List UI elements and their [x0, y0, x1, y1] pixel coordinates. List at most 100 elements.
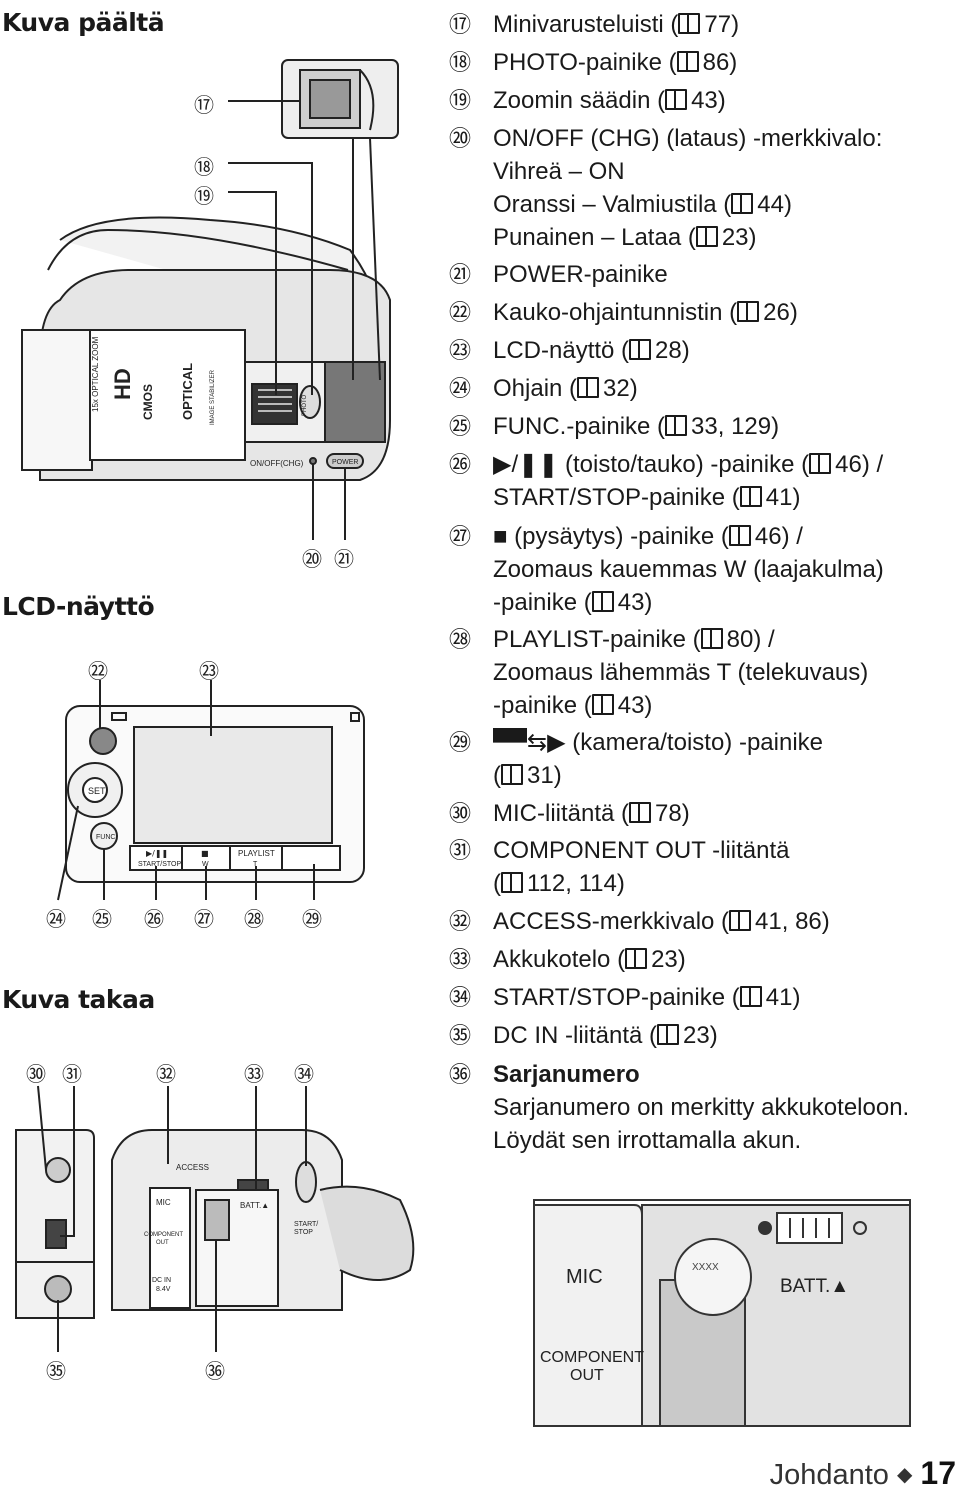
- item-line: ▶/❚❚ (toisto/tauko) -painike (46) /: [493, 451, 884, 478]
- callout-26: ㉖: [144, 907, 164, 931]
- item-line: (31): [493, 762, 562, 789]
- start-small-label: START/: [294, 1221, 318, 1228]
- item-line: LCD-näyttö (28): [493, 337, 690, 364]
- item-line: ■ (pysäytys) -painike (46) /: [493, 523, 803, 550]
- callout-29: ㉙: [302, 907, 322, 931]
- mic-small-label: MIC: [156, 1198, 171, 1207]
- set-label: SET: [88, 786, 106, 796]
- dcin-small-label: DC IN: [152, 1277, 171, 1284]
- item-text: POWER-painike: [493, 258, 668, 291]
- stop-small-label: STOP: [294, 1229, 313, 1236]
- book-reference-icon: [625, 948, 648, 969]
- component-small-label: COMPONENT: [144, 1232, 183, 1238]
- playlist-label: PLAYLIST: [238, 849, 275, 858]
- zoom-label: 15x OPTICAL ZOOM: [91, 336, 100, 412]
- item-line: Oranssi – Valmiustila (44): [493, 191, 792, 218]
- top-view-illustration: [21, 59, 399, 540]
- item-line: -painike (43): [493, 589, 653, 616]
- item-text: COMPONENT OUT -liitäntä (112, 114): [493, 834, 790, 900]
- item-text: DC IN -liitäntä (23): [493, 1019, 718, 1052]
- item-line: -painike (43): [493, 692, 653, 719]
- item-line: COMPONENT OUT -liitäntä: [493, 837, 790, 864]
- item-number: ㉖: [449, 452, 472, 477]
- serial-number-placeholder: XXXX: [692, 1262, 719, 1273]
- heading-lcd: LCD-näyttö: [2, 592, 155, 621]
- item-text: ACCESS-merkkivalo (41, 86): [493, 905, 830, 938]
- onoff-chg-label: ON/OFF(CHG): [250, 459, 304, 468]
- book-reference-icon: [591, 694, 614, 715]
- callout-19: ⑲: [194, 184, 214, 208]
- power-label: POWER: [332, 459, 358, 466]
- item-text: ON/OFF (CHG) (lataus) -merkkivalo:Vihreä…: [493, 122, 882, 254]
- item-number: ㉒: [449, 300, 472, 325]
- callout-24: ㉔: [46, 907, 66, 931]
- item-text: ▀▀⇆▶ (kamera/toisto) -painike (31): [493, 726, 823, 792]
- item-line: Kauko-ohjaintunnistin (26): [493, 299, 798, 326]
- book-reference-icon: [739, 486, 762, 507]
- item-number: ㉕: [449, 414, 472, 439]
- book-reference-icon: [501, 872, 523, 893]
- book-reference-icon: [577, 377, 600, 398]
- item-number: ㉘: [449, 627, 472, 652]
- item-text: LCD-näyttö (28): [493, 334, 690, 367]
- mic-detail-label: MIC: [566, 1266, 603, 1288]
- item-number: ㉝: [449, 947, 472, 972]
- item-text: Ohjain (32): [493, 372, 638, 405]
- callout-18: ⑱: [194, 155, 214, 179]
- item-text: Kauko-ohjaintunnistin (26): [493, 296, 798, 329]
- item-line: ▀▀⇆▶ (kamera/toisto) -painike: [493, 729, 823, 756]
- callout-32: ㉜: [156, 1062, 176, 1086]
- item-number: ㉗: [449, 524, 472, 549]
- book-reference-icon: [700, 628, 723, 649]
- item-line: POWER-painike: [493, 261, 668, 288]
- item-text: ▶/❚❚ (toisto/tauko) -painike (46) / START…: [493, 448, 883, 514]
- item-line: Ohjain (32): [493, 375, 638, 402]
- item-line: Zoomaus lähemmäs T (telekuvaus): [493, 659, 869, 686]
- item-number: ⑳: [449, 126, 472, 151]
- component-detail-label: COMPONENT: [540, 1349, 644, 1366]
- batt-detail-label: BATT.▲: [780, 1276, 849, 1297]
- item-number: ㉓: [449, 338, 472, 363]
- callout-31: ㉛: [62, 1062, 82, 1086]
- book-reference-icon: [729, 910, 752, 931]
- item-line: PHOTO-painike (86): [493, 49, 738, 76]
- batt-small-label: BATT.▲: [240, 1201, 269, 1210]
- item-line: Zoomin säädin (43): [493, 87, 726, 114]
- book-reference-icon: [676, 51, 699, 72]
- item-text: MIC-liitäntä (78): [493, 797, 690, 830]
- startstop-small-label: START/STOP: [138, 861, 182, 868]
- callout-34: ㉞: [294, 1062, 314, 1086]
- item-text: ■ (pysäytys) -painike (46) / Zoomaus kaue…: [493, 520, 884, 619]
- book-reference-icon: [629, 802, 652, 823]
- image-stabilizer-label: IMAGE STABILIZER: [210, 369, 216, 425]
- book-reference-icon: [678, 13, 701, 34]
- item-text: PLAYLIST-painike (80) /Zoomaus lähemmäs …: [493, 623, 868, 722]
- book-reference-icon: [591, 591, 614, 612]
- item-line: MIC-liitäntä (78): [493, 800, 690, 827]
- back-view-illustration: [15, 1085, 415, 1352]
- item-line: Zoomaus kauemmas W (laajakulma): [493, 556, 884, 583]
- book-reference-icon: [629, 339, 652, 360]
- item-line: Minivarusteluisti (77): [493, 11, 740, 38]
- book-reference-icon: [665, 89, 688, 110]
- lcd-illustration: [57, 680, 365, 901]
- item-text: FUNC.-painike (33, 129): [493, 410, 779, 443]
- callout-28: ㉘: [244, 907, 264, 931]
- book-reference-icon: [657, 1024, 680, 1045]
- dcv-small-label: 8.4V: [156, 1286, 171, 1293]
- item-line: START/STOP-painike (41): [493, 984, 801, 1011]
- heading-back-view: Kuva takaa: [2, 985, 155, 1014]
- callout-23: ㉓: [199, 659, 219, 683]
- item-line: Löydät sen irrottamalla akun.: [493, 1127, 802, 1154]
- item-line: START/STOP-painike (41): [493, 484, 801, 511]
- hd-logo: HD: [110, 368, 135, 400]
- item-number: ㉛: [449, 838, 472, 863]
- item-text: START/STOP-painike (41): [493, 981, 800, 1014]
- item-text: PHOTO-painike (86): [493, 46, 737, 79]
- footer-bullet: ◆: [896, 1464, 913, 1486]
- out-small-label: OUT: [156, 1240, 169, 1246]
- item-text: Minivarusteluisti (77): [493, 8, 739, 41]
- callout-21: ㉑: [334, 547, 354, 571]
